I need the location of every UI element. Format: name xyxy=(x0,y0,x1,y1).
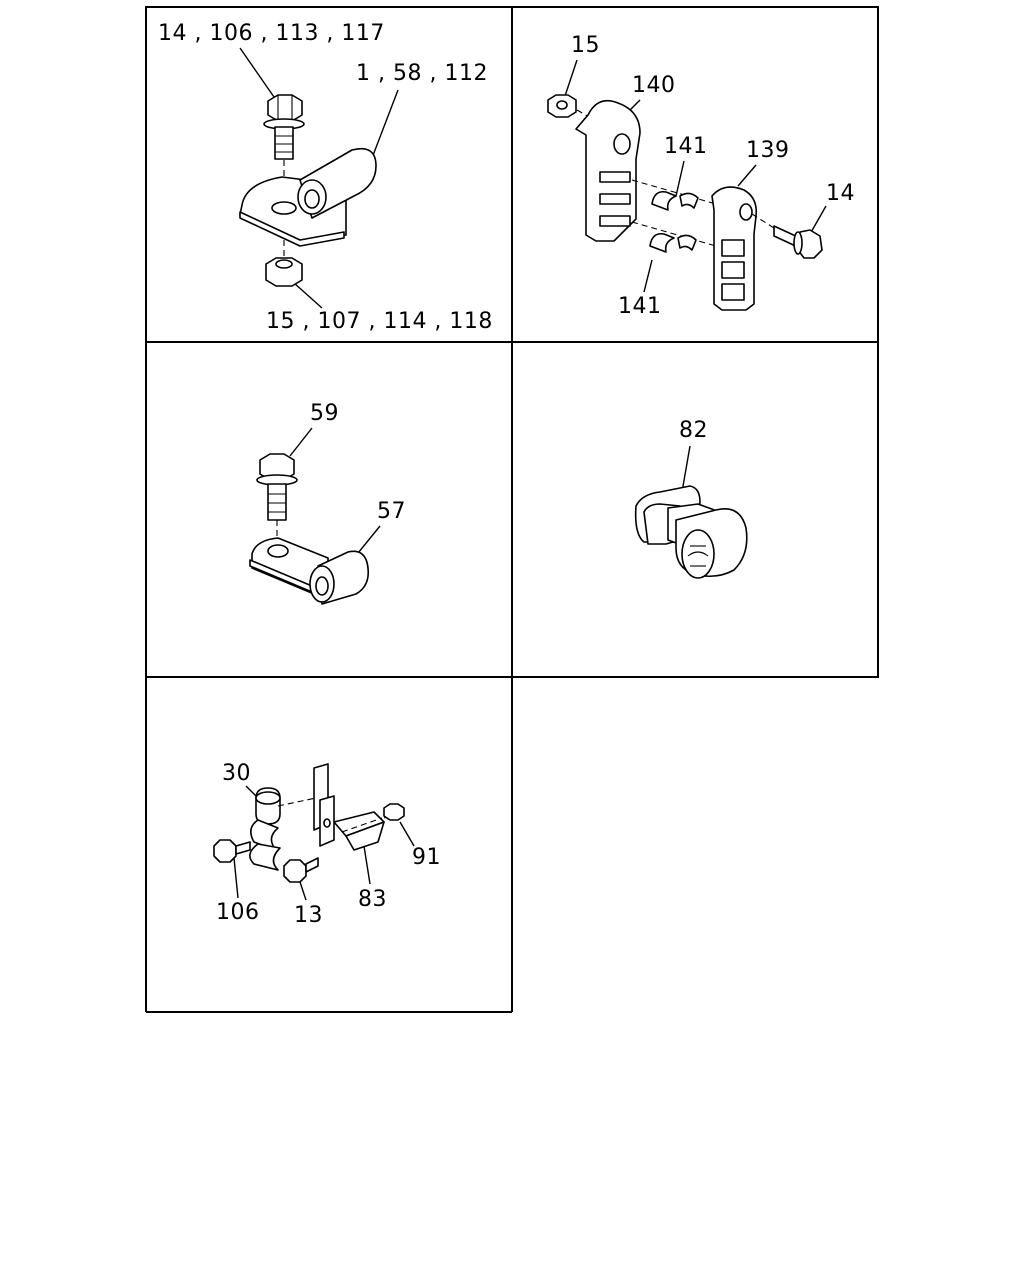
leader-line xyxy=(363,845,371,885)
leader-line xyxy=(239,47,275,98)
callout-label: 1 , 58 , 112 xyxy=(356,61,488,86)
p-clip-drawing xyxy=(239,147,377,247)
callout-label: 139 xyxy=(746,138,790,163)
callout-label: 83 xyxy=(358,887,387,912)
leader-line xyxy=(681,445,691,493)
leader-line xyxy=(293,282,323,309)
leader-line xyxy=(399,821,415,847)
assembly-axis-dashed xyxy=(751,213,775,229)
flange-bolt-drawing xyxy=(213,839,251,863)
callout-label: 141 xyxy=(664,134,708,159)
callout-label: 13 xyxy=(294,903,323,928)
hex-nut-drawing xyxy=(383,803,405,821)
hex-nut-drawing xyxy=(547,94,577,118)
panel-4-double-clip: 82 xyxy=(634,418,748,579)
callout-label: 140 xyxy=(632,73,676,98)
callout-label: 59 xyxy=(310,401,339,426)
callout-label: 82 xyxy=(679,418,708,443)
clip-body-drawing xyxy=(711,186,758,311)
callout-label: 141 xyxy=(618,294,662,319)
flange-bolt-drawing xyxy=(263,94,305,160)
callout-label: 106 xyxy=(216,900,260,925)
callout-label: 30 xyxy=(222,761,251,786)
panel-5-bracket-assembly: 30 106 13 83 91 xyxy=(213,761,441,928)
callout-label: 14 xyxy=(826,181,855,206)
leader-line xyxy=(289,427,313,457)
clip-body-drawing xyxy=(575,99,641,242)
bracket-drawing xyxy=(313,763,385,851)
flange-bolt-drawing xyxy=(256,453,298,521)
leader-line xyxy=(643,259,653,293)
leader-line xyxy=(809,205,827,235)
leader-line xyxy=(737,164,757,187)
callout-label: 15 xyxy=(571,33,600,58)
panel-3-clip-assembly: 59 57 xyxy=(249,401,406,605)
callout-label: 15 , 107 , 114 , 118 xyxy=(266,309,493,334)
spring-clip-drawing xyxy=(651,190,699,211)
clip-halves-drawing xyxy=(249,819,281,871)
leader-line xyxy=(675,160,685,197)
callout-label: 91 xyxy=(412,845,441,870)
callout-label: 14 , 106 , 113 , 117 xyxy=(158,21,385,46)
assembly-axis-dashed xyxy=(631,179,717,205)
panel-grid xyxy=(145,6,879,1013)
leader-line xyxy=(371,89,399,159)
p-clip-drawing xyxy=(249,537,370,605)
callout-label: 57 xyxy=(377,499,406,524)
flange-bolt-drawing xyxy=(773,225,823,259)
hex-nut-drawing xyxy=(265,257,303,287)
assembly-axis-dashed xyxy=(277,797,317,807)
leader-line xyxy=(564,59,578,97)
leader-line xyxy=(233,857,239,899)
double-clip-drawing xyxy=(634,485,748,579)
assembly-axis-dashed xyxy=(631,221,717,247)
spring-clip-drawing xyxy=(649,232,697,253)
panel-1-clip-assembly: 14 , 106 , 113 , 117 1 , 58 , 112 15 , 1… xyxy=(158,21,493,334)
bushing-drawing xyxy=(255,787,281,825)
flange-bolt-drawing xyxy=(283,857,319,883)
panel-2-double-clip-assembly: 15 140 141 139 14 141 xyxy=(547,33,855,319)
